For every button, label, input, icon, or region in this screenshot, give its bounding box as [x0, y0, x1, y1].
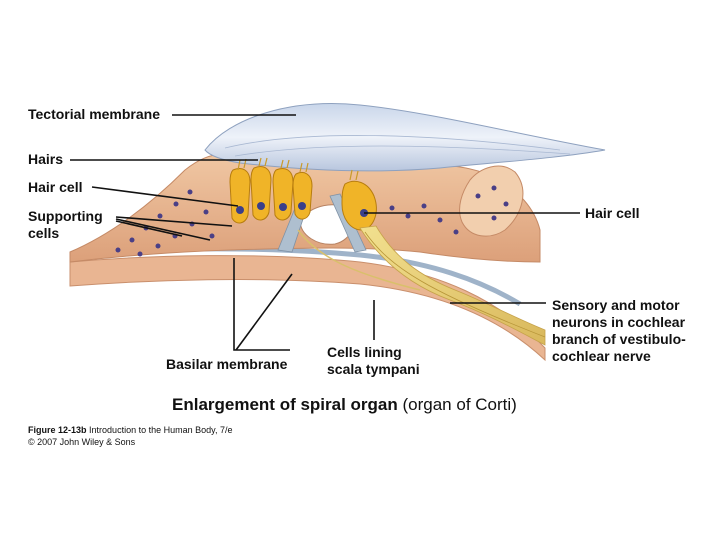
figure-caption: Enlargement of spiral organ (organ of Co… — [172, 395, 517, 415]
label-cells-lining-scala-tympani: Cells lining scala tympani — [327, 344, 420, 377]
leader-hair-cell-left — [91, 186, 239, 207]
credit-copyright: © 2007 John Wiley & Sons — [28, 437, 136, 447]
credit-figure-number: Figure 12-13b — [28, 425, 87, 435]
credit-figure-line: Figure 12-13b Introduction to the Human … — [28, 424, 232, 436]
label-sensory-motor-neurons: Sensory and motor neurons in cochlear br… — [552, 297, 686, 364]
inner-hair-cells — [229, 166, 313, 224]
label-hair-cell-left: Hair cell — [28, 179, 83, 195]
figure-credit: Figure 12-13b Introduction to the Human … — [28, 424, 232, 448]
label-hair-cell-right: Hair cell — [585, 205, 640, 221]
label-tectorial-membrane: Tectorial membrane — [28, 106, 161, 122]
outer-supporting-cells — [459, 165, 524, 237]
caption-bold: Enlargement of spiral organ — [172, 395, 398, 414]
leader-basilar-membrane — [233, 258, 290, 351]
label-supporting-cells: Supporting cells — [28, 208, 103, 241]
label-basilar-membrane: Basilar membrane — [166, 356, 288, 372]
credit-book-title: Introduction to the Human Body, 7/e — [89, 425, 233, 435]
label-hairs: Hairs — [28, 151, 64, 167]
leader-basilar-membrane-2 — [235, 273, 293, 351]
caption-regular: (organ of Corti) — [402, 395, 517, 414]
tectorial-membrane-shape — [204, 103, 606, 172]
leader-supporting-cells-2 — [115, 218, 211, 241]
leader-supporting-cells-1 — [115, 216, 233, 227]
leader-supporting-cells-3 — [115, 220, 183, 237]
cochlear-nerve-fibers — [359, 225, 546, 346]
leader-lines — [70, 114, 580, 351]
